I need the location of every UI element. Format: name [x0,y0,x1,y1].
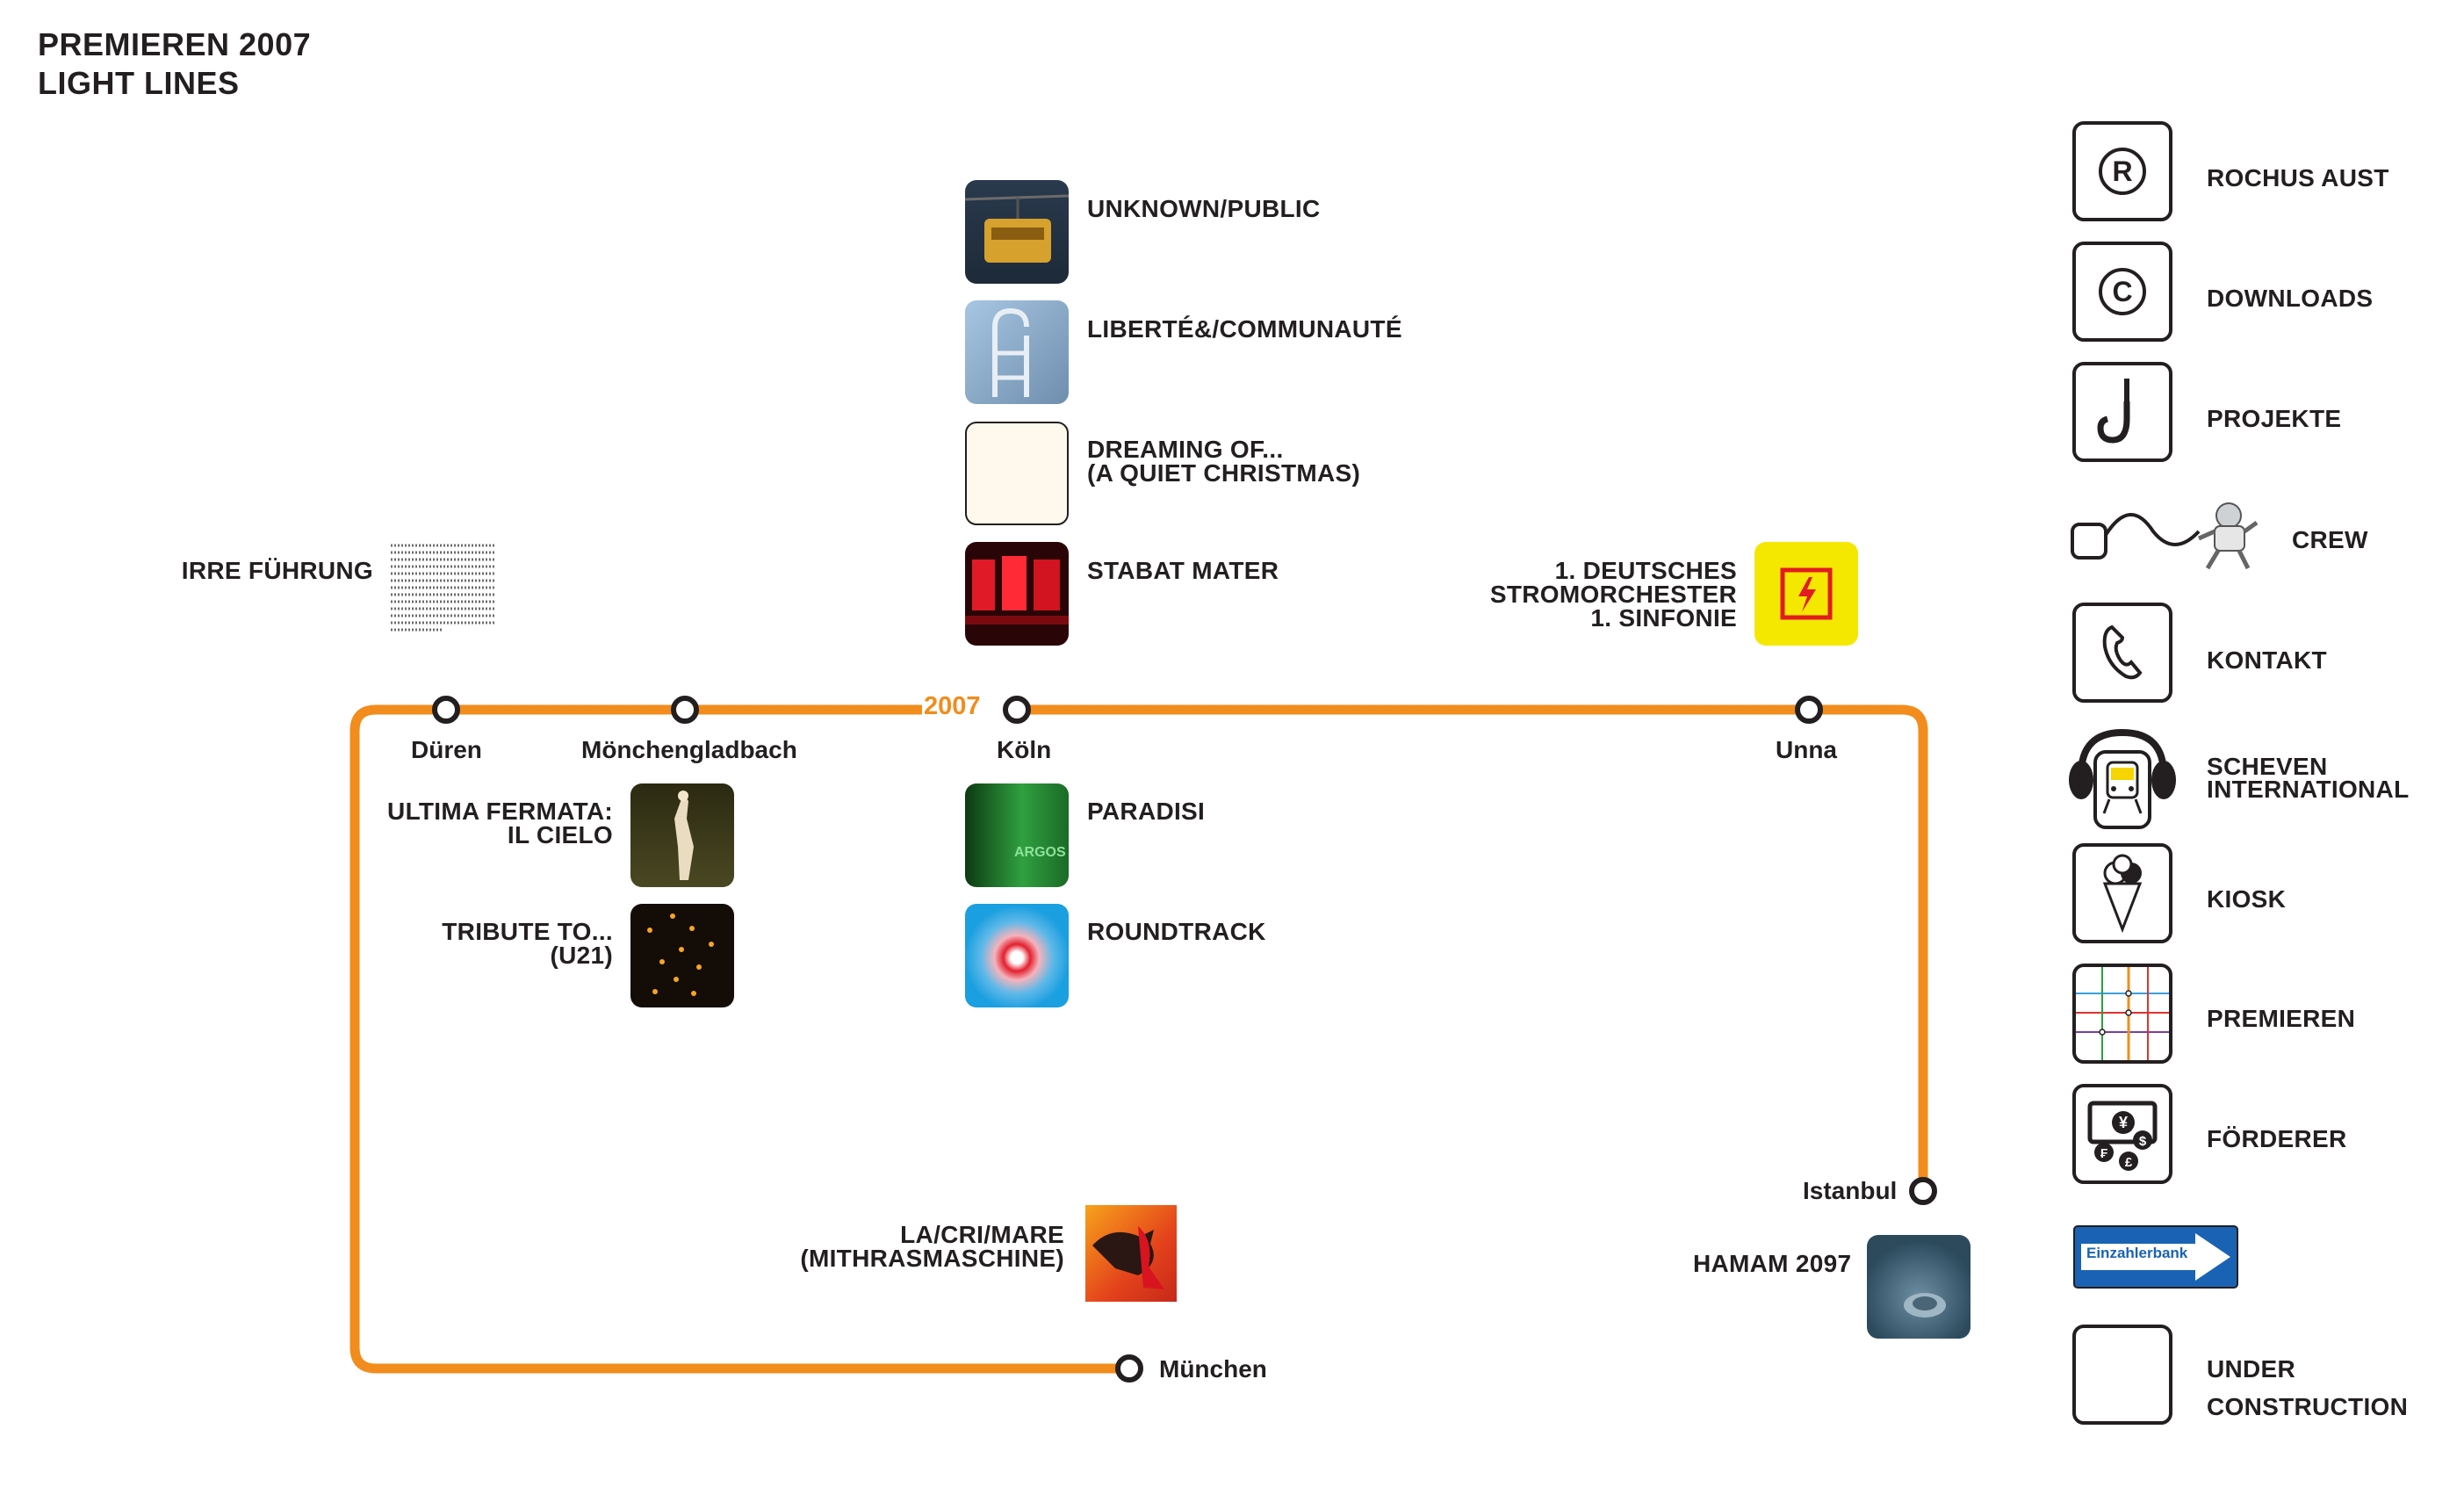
hamam-link[interactable]: HAMAM 2097 [1693,1250,1852,1277]
ultima-link[interactable]: ULTIMA FERMATA: IL CIELO [387,798,613,848]
kiosk-button[interactable] [2072,843,2172,943]
svg-text:¥: ¥ [2119,1114,2128,1131]
paradisi-link[interactable]: PARADISI [1087,798,1206,825]
liberte-link[interactable]: LIBERTÉ&/COMMUNAUTÉ [1087,315,1402,343]
arrow-sign-icon [2073,1225,2238,1289]
under-construction-button[interactable] [2072,1325,2172,1425]
svg-text:C: C [2112,276,2132,307]
premieren-button[interactable] [2072,964,2172,1064]
paradisi-thumb[interactable]: ARGOS [965,783,1069,887]
registered-icon: R [2099,148,2146,195]
page-title: PREMIEREN 2007 [38,26,312,62]
station-label-unna[interactable]: Unna [1776,736,1837,763]
stabat-thumb[interactable] [965,542,1069,646]
lacrimare-thumb[interactable] [1085,1205,1177,1302]
hook-icon [2097,379,2130,444]
station-dueren[interactable] [430,694,462,726]
station-koeln[interactable] [1001,694,1033,726]
scheven-button[interactable] [2064,726,2181,829]
downloads-button[interactable]: C [2072,242,2172,342]
deutsches-link[interactable]: 1. DEUTSCHES STROMORCHESTER 1. SINFONIE [1489,557,1737,632]
einzahlerbank-label: Einzahlerbank [2086,1245,2188,1261]
hamam-thumb[interactable] [1867,1235,1970,1339]
station-label-koeln[interactable]: Köln [997,736,1052,763]
deutsches-thumb[interactable] [1754,542,1858,646]
kiosk-label[interactable]: KIOSK [2207,885,2287,913]
einzahlerbank-button[interactable]: Einzahlerbank [2072,1224,2239,1289]
ice-cream-icon [2102,854,2143,933]
metro-map-icon [2076,967,2169,1060]
station-muenchen[interactable] [1113,1353,1145,1384]
unknown-public-thumb[interactable] [965,180,1069,284]
projekte-label[interactable]: PROJEKTE [2207,405,2342,432]
page-subtitle: LIGHT LINES [38,65,240,101]
tribute-link[interactable]: TRIBUTE TO... (U21) [442,918,613,969]
station-unna[interactable] [1793,694,1825,726]
premieren-label[interactable]: PREMIEREN [2207,1005,2356,1032]
dreaming-link[interactable]: DREAMING OF... (A QUIET CHRISTMAS) [1087,436,1361,487]
crew-button[interactable] [2069,487,2280,575]
downloads-label[interactable]: DOWNLOADS [2207,285,2374,312]
svg-text:$: $ [2139,1134,2147,1149]
unknown-public-link[interactable]: UNKNOWN/PUBLIC [1087,195,1321,222]
svg-text:₣: ₣ [2100,1146,2107,1161]
station-label-dueren[interactable]: Düren [411,736,482,763]
roundtrack-link[interactable]: ROUNDTRACK [1087,918,1266,945]
scheven-label[interactable]: SCHEVEN INTERNATIONAL [2207,753,2410,803]
irre-link[interactable]: IRRE FÜHRUNG [181,557,373,584]
ultima-thumb[interactable] [630,783,734,887]
copyright-icon: C [2099,268,2146,315]
year-label: 2007 [924,692,981,720]
liberte-thumb[interactable] [965,300,1069,404]
stabat-link[interactable]: STABAT MATER [1087,557,1279,584]
phone-icon [2102,625,2143,680]
kontakt-label[interactable]: KONTAKT [2207,646,2327,674]
station-moenchengladbach[interactable] [669,694,701,726]
currency-icon: ¥ $ ₣ £ [2087,1101,2158,1171]
kontakt-button[interactable] [2072,603,2172,703]
crew-label[interactable]: CREW [2292,526,2368,553]
paradisi-thumb-text: ARGOS [1014,845,1066,860]
station-label-muenchen[interactable]: München [1159,1355,1267,1383]
projekte-button[interactable] [2072,362,2172,462]
station-label-istanbul[interactable]: Istanbul [1803,1177,1898,1204]
rochus-aust-label[interactable]: ROCHUS AUST [2207,164,2389,191]
dreaming-thumb[interactable] [965,422,1069,525]
irre-thumb[interactable] [389,540,498,635]
lacrimare-link[interactable]: LA/CRI/MARE (MITHRASMASCHINE) [800,1221,1064,1272]
foerderer-label[interactable]: FÖRDERER [2207,1125,2347,1152]
roundtrack-thumb[interactable] [965,904,1069,1007]
svg-text:R: R [2112,155,2132,187]
under-construction-label[interactable]: UNDER CONSTRUCTION [2207,1355,2409,1420]
astronaut-icon [2071,502,2259,570]
tribute-thumb[interactable] [630,904,734,1007]
foerderer-button[interactable]: ¥ $ ₣ £ [2072,1084,2172,1184]
rochus-aust-button[interactable]: R [2072,121,2172,221]
station-istanbul[interactable] [1907,1175,1939,1207]
svg-text:£: £ [2125,1155,2133,1170]
station-label-moenchengladbach[interactable]: Mönchengladbach [581,736,797,763]
train-headphones-icon [2069,728,2176,829]
